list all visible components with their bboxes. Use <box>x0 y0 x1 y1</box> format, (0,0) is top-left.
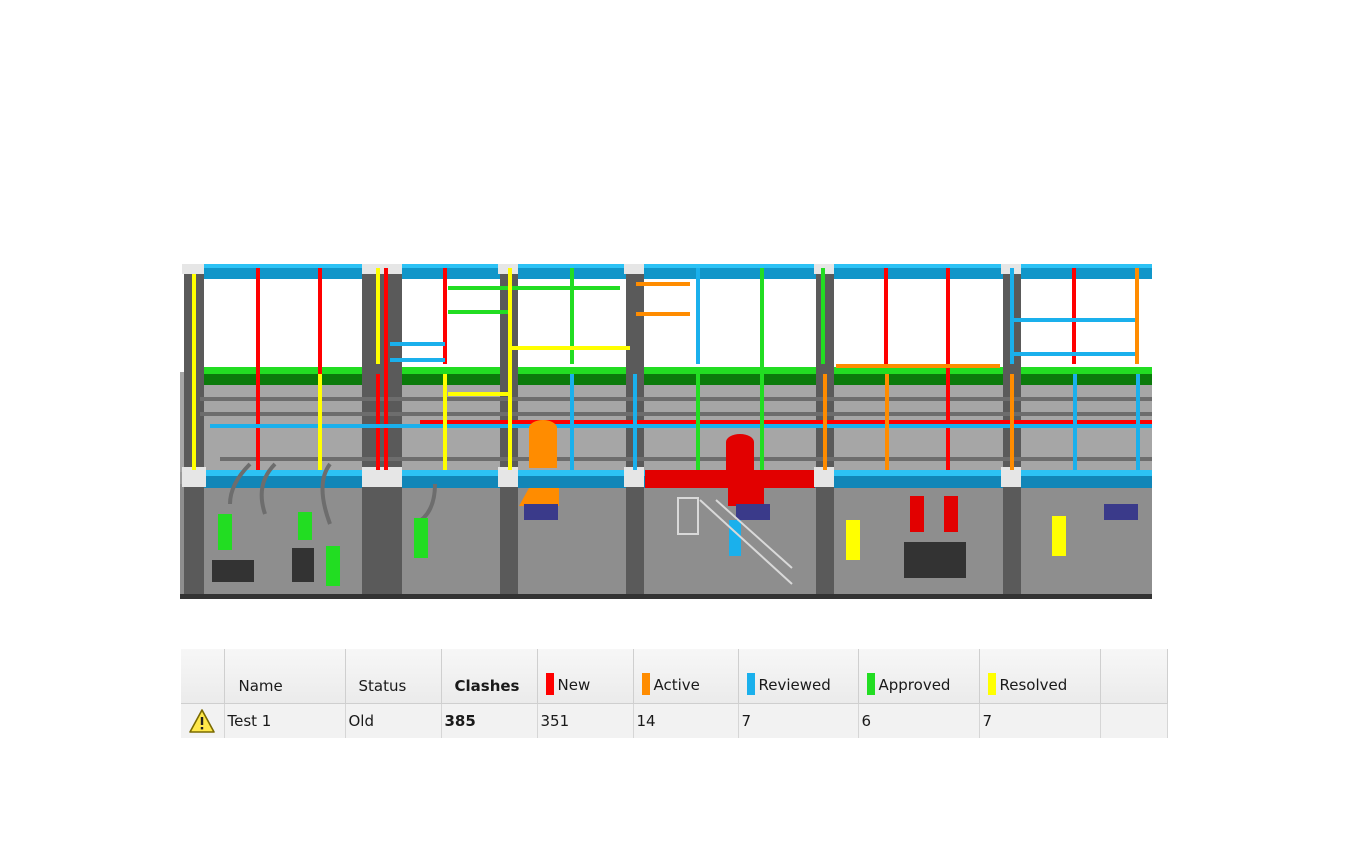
dark-tanks <box>212 542 966 582</box>
cell-new: 351 <box>537 703 634 738</box>
header-extra[interactable] <box>1100 649 1168 704</box>
header-active-label: Active <box>653 676 700 694</box>
header-name[interactable]: Name <box>224 649 346 704</box>
cell-active: 14 <box>633 703 739 738</box>
clash-beam-red <box>645 470 815 488</box>
cell-approved: 6 <box>858 703 980 738</box>
header-approved-label: Approved <box>878 676 951 694</box>
cell-resolved: 7 <box>979 703 1101 738</box>
clash-3d-viewport[interactable] <box>180 264 1152 599</box>
row-status-icon-cell <box>181 703 225 738</box>
reviewed-color-swatch <box>746 673 755 695</box>
pipes-approved <box>448 268 825 470</box>
header-approved[interactable]: Approved <box>858 649 980 704</box>
cell-extra <box>1100 703 1168 738</box>
ground-floor-background <box>180 484 1152 596</box>
header-clashes[interactable]: Clashes <box>441 649 538 704</box>
header-status[interactable]: Status <box>345 649 442 704</box>
grey-pipes <box>200 397 1152 526</box>
header-new[interactable]: New <box>537 649 634 704</box>
cell-name: Test 1 <box>224 703 346 738</box>
slab-middle-edge <box>200 367 1152 374</box>
clash-test-table: Name Status Clashes New Active Reviewed … <box>181 649 1168 738</box>
header-new-label: New <box>557 676 591 694</box>
cell-reviewed: 7 <box>738 703 859 738</box>
header-reviewed[interactable]: Reviewed <box>738 649 859 704</box>
warning-icon <box>189 709 216 733</box>
resolved-color-swatch <box>987 673 996 695</box>
pumps-approved <box>218 512 428 586</box>
floor-line <box>180 594 1152 599</box>
orange-duct <box>519 420 559 506</box>
pumps-resolved <box>846 516 1066 560</box>
header-resolved[interactable]: Resolved <box>979 649 1101 704</box>
pipes-resolved <box>192 268 630 470</box>
slab-top-edge <box>200 264 1152 268</box>
header-resolved-label: Resolved <box>999 676 1068 694</box>
stair <box>677 497 793 585</box>
cell-status: Old <box>345 703 442 738</box>
grilles <box>524 504 1138 520</box>
red-duct <box>726 434 764 506</box>
table-header-row: Name Status Clashes New Active Reviewed … <box>181 649 1168 704</box>
active-color-swatch <box>641 673 650 695</box>
pipes-reviewed <box>210 268 1152 470</box>
cell-clashes: 385 <box>441 703 538 738</box>
new-color-swatch <box>545 673 554 695</box>
pipes-active <box>636 268 1139 470</box>
approved-color-swatch <box>866 673 875 695</box>
pump-reviewed <box>729 520 741 556</box>
table-row[interactable]: Test 1 Old 385 351 14 7 6 7 <box>181 703 1168 738</box>
pumps-new <box>910 496 958 532</box>
header-icon[interactable] <box>181 649 225 704</box>
header-reviewed-label: Reviewed <box>758 676 831 694</box>
header-active[interactable]: Active <box>633 649 739 704</box>
